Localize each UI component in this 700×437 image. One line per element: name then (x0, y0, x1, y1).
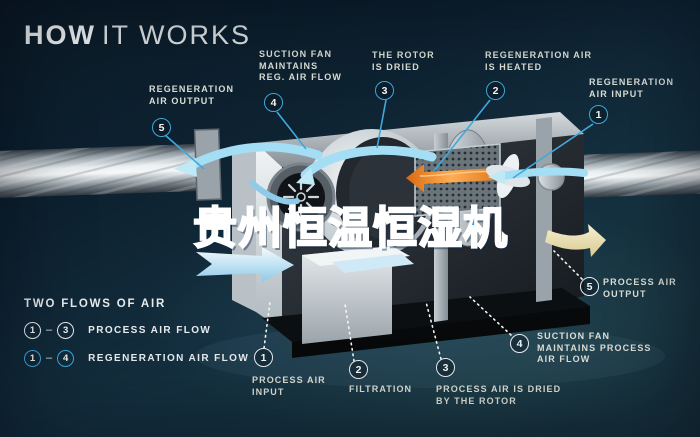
leader-process-suction (469, 296, 512, 336)
legend-regen-from-badge: 1 (24, 349, 41, 367)
fan-intake-curl (249, 180, 300, 205)
badge-process-dried-3: 3 (436, 358, 455, 377)
legend-dash: – (46, 352, 53, 364)
rotor-flow-arrow (300, 145, 437, 180)
badge-process-suction-4: 4 (510, 334, 529, 353)
airflow-arrows (174, 142, 588, 205)
label-process-air-output: PROCESS AIR OUTPUT (603, 277, 677, 299)
leader-reg-output (164, 134, 205, 170)
badge-rotor-dried-3: 3 (375, 81, 394, 100)
right-duct (562, 150, 700, 199)
leader-rotor-dried (376, 99, 387, 149)
legend-row-regeneration: 1 – 4 REGENERATION AIR FLOW (24, 349, 249, 367)
badge-reg-suction-4: 4 (264, 93, 283, 112)
process-input-arrow (196, 247, 294, 282)
legend-process-label: PROCESS AIR FLOW (88, 324, 212, 336)
label-regeneration-air-input: REGENERATION AIR INPUT (589, 77, 675, 99)
regen-output-flow-arrow (185, 142, 323, 171)
leader-reg-heated (433, 99, 491, 172)
legend-process-to-badge: 3 (57, 321, 75, 339)
title-bold: HOW (24, 20, 96, 50)
legend-dash: – (46, 324, 53, 336)
label-suction-fan-process: SUCTION FAN MAINTAINS PROCESS AIR FLOW (537, 331, 652, 364)
leader-process-dried (425, 301, 442, 360)
legend-regen-to-badge: 4 (57, 349, 75, 367)
regeneration-fan (266, 162, 336, 232)
label-process-air-dried: PROCESS AIR IS DRIED BY THE ROTOR (436, 384, 562, 406)
badge-filtration-2: 2 (349, 360, 368, 379)
regen-input-flow-arrow (498, 167, 588, 180)
label-regeneration-air-heated: REGENERATION AIR IS HEATED (485, 50, 593, 72)
title-light: IT WORKS (101, 20, 251, 50)
lower-cabinet (302, 246, 414, 344)
process-output-arrow (545, 224, 606, 257)
badge-process-output-5: 5 (580, 277, 599, 296)
badge-reg-input-1: 1 (589, 105, 608, 124)
label-process-air-input: PROCESS AIR INPUT (252, 375, 326, 397)
legend-row-process: 1 – 3 PROCESS AIR FLOW (24, 321, 249, 339)
badge-process-input-1: 1 (254, 348, 273, 367)
label-suction-fan-reg: SUCTION FAN MAINTAINS REG. AIR FLOW (259, 49, 342, 82)
legend-regen-label: REGENERATION AIR FLOW (88, 352, 250, 364)
rotor-core (349, 146, 425, 240)
legend-process-from-badge: 1 (24, 321, 41, 339)
watermark-text: 贵州恒温恒湿机 (192, 202, 508, 255)
leader-process-output (553, 250, 583, 280)
legend: TWO FLOWS OF AIR 1 – 3 PROCESS AIR FLOW … (24, 298, 249, 377)
leader-reg-input (512, 123, 594, 179)
leader-process-input (263, 301, 271, 349)
right-wall (536, 117, 552, 302)
leader-reg-suction (276, 111, 307, 150)
label-regeneration-air-output: REGENERATION AIR OUTPUT (149, 84, 235, 106)
leader-filtration (344, 303, 355, 362)
label-rotor-is-dried: THE ROTOR IS DRIED (372, 50, 435, 72)
machine-base-front (292, 306, 590, 358)
legend-title: TWO FLOWS OF AIR (24, 298, 167, 310)
label-filtration: FILTRATION (349, 384, 413, 394)
left-duct (0, 128, 222, 201)
leader-lines (164, 99, 594, 362)
badge-reg-heated-2: 2 (486, 81, 505, 100)
badge-reg-output-5: 5 (152, 118, 171, 137)
